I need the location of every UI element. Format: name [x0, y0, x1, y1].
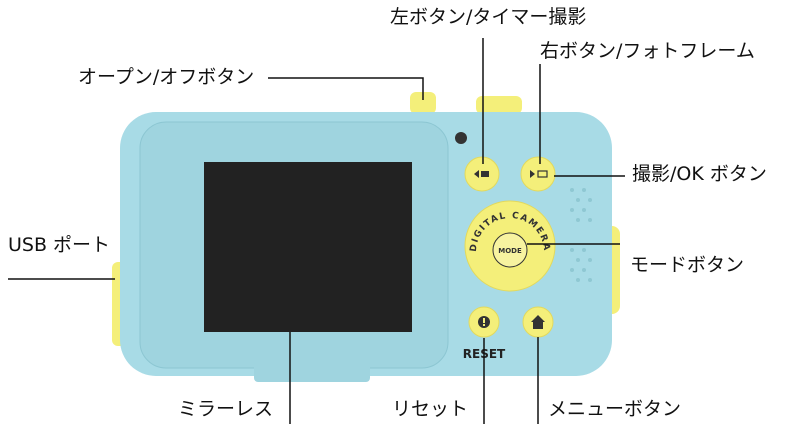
label-usb-port: USB ポート: [8, 234, 111, 256]
label-open-off-button: オープン/オフボタン: [78, 66, 255, 88]
indicator-light: [455, 132, 467, 144]
camera-icon: [481, 171, 489, 177]
leader-lines: [8, 38, 625, 424]
top-right-nub: [476, 96, 522, 114]
menu-button: [522, 306, 554, 338]
right-arrow-icon: [530, 170, 535, 178]
label-right-button-frame: 右ボタン/フォトフレーム: [540, 40, 755, 62]
label-left-button-timer: 左ボタン/タイマー撮影: [390, 6, 587, 28]
mode-text: MODE: [498, 247, 522, 255]
left-button: [464, 156, 500, 192]
left-arrow-icon: [474, 170, 479, 178]
label-menu-button: メニューボタン: [548, 398, 682, 420]
mode-dial: DIGITAL CAMERA MODE: [464, 200, 556, 292]
mode-button-center: [492, 232, 528, 268]
frame-icon: [537, 170, 548, 178]
home-icon: [531, 315, 545, 329]
right-button: [520, 156, 556, 192]
reset-button: [468, 306, 500, 338]
screen: [204, 162, 412, 332]
label-mode-button: モードボタン: [630, 254, 745, 276]
bottom-tab: [254, 360, 370, 382]
label-mirrorless: ミラーレス: [178, 398, 274, 420]
speaker-grille: [570, 188, 592, 282]
power-button: [410, 92, 436, 114]
label-reset: リセット: [392, 398, 469, 420]
label-shoot-ok-button: 撮影/OK ボタン: [632, 163, 767, 185]
